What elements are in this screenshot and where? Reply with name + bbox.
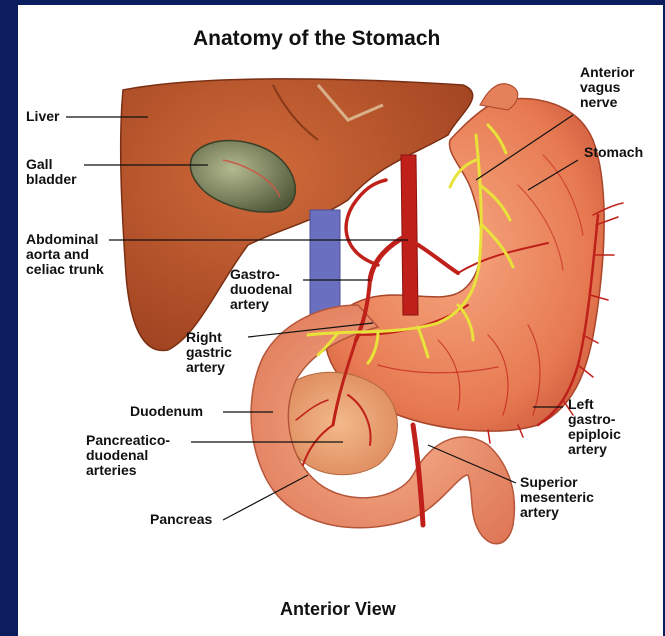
- label-gastroduodenal-artery: Gastro- duodenal artery: [230, 267, 292, 312]
- esophagus: [480, 84, 518, 110]
- label-anterior-vagus-nerve: Anterior vagus nerve: [580, 65, 634, 110]
- label-right-gastric-artery: Right gastric artery: [186, 330, 232, 375]
- stomach-illustration: [18, 5, 663, 636]
- figure-panel: Anatomy of the Stomach Liver Gall bladde…: [18, 5, 663, 636]
- label-stomach: Stomach: [584, 145, 643, 160]
- label-duodenum: Duodenum: [130, 404, 203, 419]
- label-abdominal-aorta: Abdominal aorta and celiac trunk: [26, 232, 104, 277]
- label-superior-mesenteric-artery: Superior mesenteric artery: [520, 475, 594, 520]
- label-gall-bladder: Gall bladder: [26, 157, 77, 187]
- figure-caption: Anterior View: [280, 597, 396, 621]
- label-left-gastroepiploic-artery: Left gastro- epiploic artery: [568, 397, 621, 457]
- label-liver: Liver: [26, 109, 59, 124]
- label-pancreaticoduodenal-arteries: Pancreatico- duodenal arteries: [86, 433, 170, 478]
- figure-title: Anatomy of the Stomach: [193, 27, 440, 51]
- vena-cava: [310, 210, 340, 315]
- label-pancreas: Pancreas: [150, 512, 212, 527]
